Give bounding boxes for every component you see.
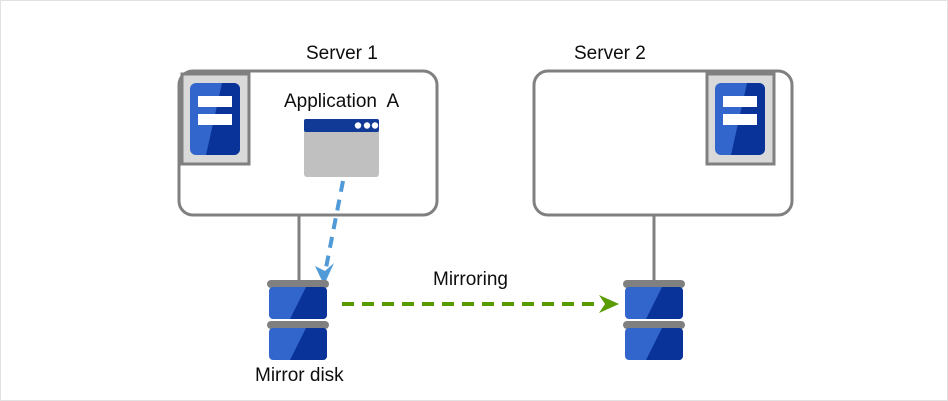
mirror-disk-label: Mirror disk xyxy=(255,365,344,386)
server2-title: Server 2 xyxy=(574,43,646,64)
application-window-icon xyxy=(304,119,379,177)
dashed-arrow-green-icon xyxy=(342,295,619,313)
server-tower-icon xyxy=(705,72,776,166)
server-tower-icon xyxy=(180,72,251,166)
application-a-label: Application A xyxy=(284,91,400,112)
server1-title: Server 1 xyxy=(306,43,378,64)
dashed-arrow-blue-icon xyxy=(315,180,345,285)
mirror-disk-icon xyxy=(267,280,329,360)
mirror-disk-icon xyxy=(623,280,685,360)
mirroring-label: Mirroring xyxy=(433,269,508,290)
